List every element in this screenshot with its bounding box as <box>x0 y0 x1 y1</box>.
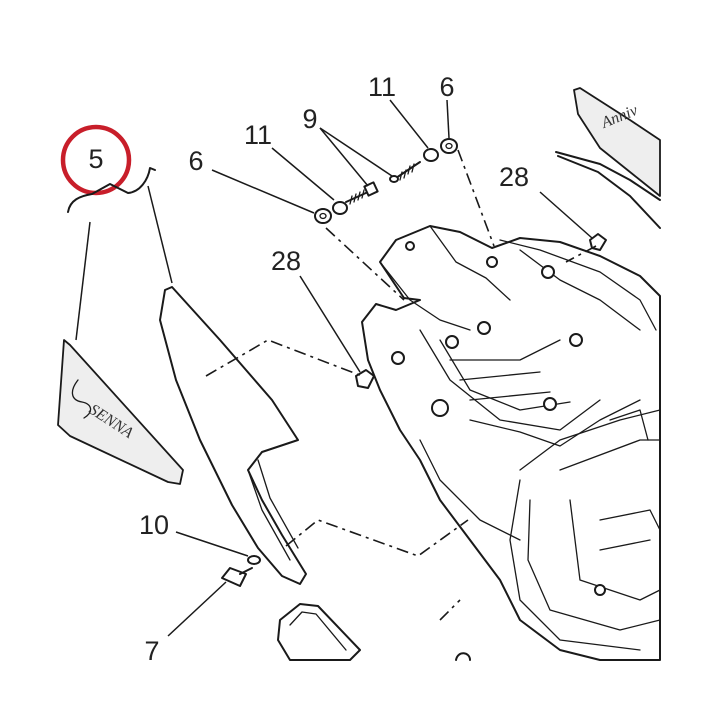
callout-5: 5 <box>88 144 103 174</box>
leader-11-right <box>389 99 429 149</box>
washer-11-right-part <box>423 148 439 162</box>
callout-6-right: 6 <box>439 72 454 102</box>
callout-5-bracket <box>67 167 156 213</box>
leader-6-right <box>446 99 450 139</box>
leader-5-right <box>147 185 173 284</box>
screw-9-left-part <box>345 181 379 205</box>
callout-6-left: 6 <box>188 146 203 176</box>
callout-10: 10 <box>139 510 169 540</box>
leader-5-left <box>75 221 91 341</box>
leader-9-b <box>319 127 393 177</box>
assembly-line-clip-right <box>565 245 597 263</box>
assembly-line-screws-left <box>325 227 405 301</box>
screw-7-part <box>221 567 253 587</box>
leader-9-a <box>319 127 369 187</box>
assembly-line-lower <box>439 599 461 621</box>
leader-11-left <box>271 147 335 201</box>
callout-28-left: 28 <box>271 246 301 276</box>
logo-decal-panel: SENNA <box>57 339 184 485</box>
clip-28-left-part <box>355 369 375 389</box>
rear-side-cover-panel <box>159 286 307 585</box>
washer-6-left-part <box>314 208 332 224</box>
lower-trim-piece <box>277 603 361 661</box>
assembly-line-panel-bottom <box>285 519 469 557</box>
leader-28-right <box>539 191 593 239</box>
leader-28-left <box>299 275 361 373</box>
tail-frame-assembly <box>361 225 661 661</box>
assembly-line-screws-right <box>457 149 495 247</box>
leader-7 <box>167 581 227 637</box>
clip-28-right-part <box>589 233 607 251</box>
leader-10 <box>175 531 249 557</box>
callout-11-left: 11 <box>244 120 272 150</box>
washer-11-left-part <box>332 201 348 215</box>
screw-9-right-part <box>389 161 421 183</box>
callout-11-right: 11 <box>368 72 396 102</box>
callout-5-highlight-circle <box>60 124 132 196</box>
callout-7: 7 <box>144 636 159 666</box>
tail-upper-trim: Anniv <box>555 87 661 229</box>
leader-6-left <box>211 169 315 214</box>
callout-9: 9 <box>302 104 317 134</box>
washer-6-right-part <box>440 138 458 154</box>
callout-28-right: 28 <box>499 162 529 192</box>
washer-10-part <box>247 555 261 565</box>
